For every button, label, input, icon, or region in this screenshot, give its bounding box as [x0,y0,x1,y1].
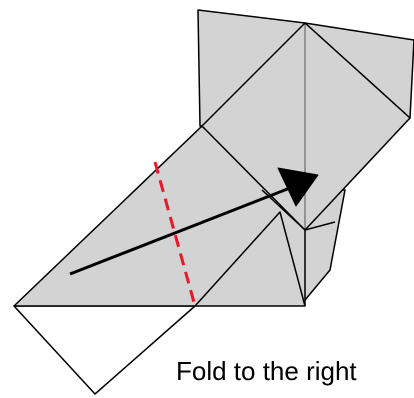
dashed-fold-line [153,161,197,307]
white-flap [13,305,196,395]
inner-diagonal-edge [194,211,306,307]
arrow-icon [69,167,319,276]
instruction-caption: Fold to the right [176,356,357,386]
inner-fold-edge [261,189,336,231]
